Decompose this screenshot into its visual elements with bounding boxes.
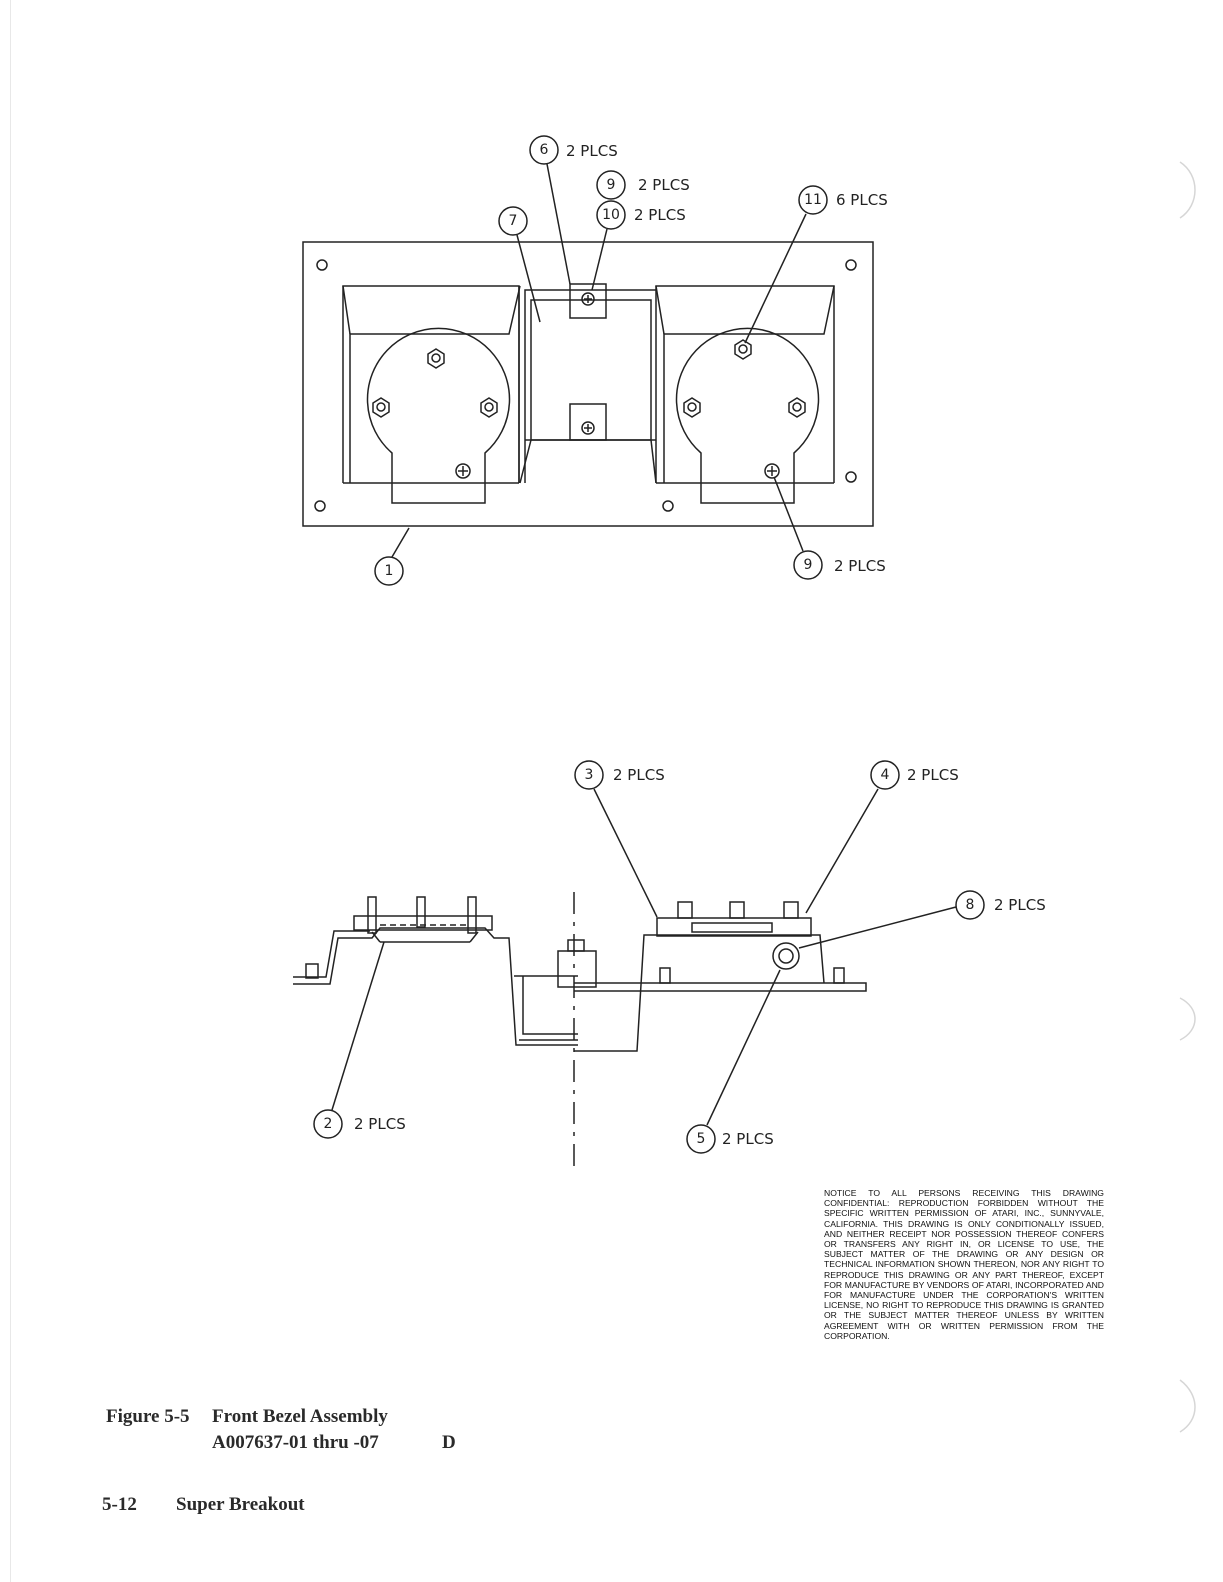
left-control-plate <box>366 327 511 504</box>
page-edge <box>10 0 11 1582</box>
callout-qty: 2 PLCS <box>722 1130 774 1148</box>
top-view <box>302 135 874 586</box>
left-body-profile <box>293 927 578 1046</box>
hex-nut <box>427 348 445 369</box>
mounting-hole <box>316 259 328 271</box>
revision-letter: D <box>442 1432 456 1453</box>
callout-circle-11 <box>798 185 828 215</box>
manual-title: Super Breakout <box>176 1494 305 1515</box>
callout-qty: 2 PLCS <box>566 142 618 160</box>
mounting-hole <box>845 259 857 271</box>
center-clip <box>557 950 597 988</box>
figure-label: Figure 5-5 <box>106 1406 190 1427</box>
callout-circle-9b <box>793 550 823 580</box>
callout-circle-7 <box>498 206 528 236</box>
callout-circle-5 <box>686 1124 716 1154</box>
hex-nut <box>734 339 752 360</box>
binder-hole-mark <box>1179 997 1196 1041</box>
center-bracket <box>530 299 652 441</box>
callout-qty: 2 PLCS <box>613 766 665 784</box>
post <box>467 896 477 934</box>
binder-hole-mark <box>1179 1379 1196 1433</box>
post <box>729 901 745 919</box>
figure-caption: Figure 5-5 Front Bezel Assembly A007637-… <box>106 1406 456 1458</box>
mounting-hole <box>314 500 326 512</box>
hex-nut <box>480 397 498 418</box>
figure-title: Front Bezel Assembly <box>212 1406 388 1427</box>
callout-num: 4 <box>881 767 890 783</box>
hex-nut <box>683 397 701 418</box>
callout-qty: 6 PLCS <box>836 191 888 209</box>
callout-num: 11 <box>804 192 822 208</box>
callout-qty: 2 PLCS <box>834 557 886 575</box>
caption-spacer <box>106 1432 212 1458</box>
callout-circle-2 <box>313 1109 343 1139</box>
callout-circle-8 <box>955 890 985 920</box>
callout-num: 3 <box>585 767 594 783</box>
hex-nut <box>372 397 390 418</box>
callout-num: 9 <box>607 177 616 193</box>
right-plate-section <box>656 917 812 937</box>
post <box>677 901 693 919</box>
callout-circle-10 <box>596 200 626 230</box>
callout-num: 1 <box>385 563 394 579</box>
callout-num: 2 <box>324 1116 333 1132</box>
callout-num: 5 <box>697 1131 706 1147</box>
screw <box>764 463 780 479</box>
part-number: A007637-01 thru -07 <box>212 1432 379 1453</box>
callout-num: 7 <box>509 213 518 229</box>
callout-num: 6 <box>540 142 549 158</box>
post <box>367 896 377 934</box>
callout-qty: 2 PLCS <box>354 1115 406 1133</box>
post <box>416 896 426 928</box>
mounting-hole <box>662 500 674 512</box>
grommet <box>772 942 800 970</box>
callout-qty: 2 PLCS <box>907 766 959 784</box>
callout-num: 10 <box>602 207 620 223</box>
binder-hole-mark <box>1179 161 1196 219</box>
callout-qty: 2 PLCS <box>634 206 686 224</box>
side-view <box>293 760 985 1170</box>
callout-circle-4 <box>870 760 900 790</box>
callout-circle-9 <box>596 170 626 200</box>
callout-num: 9 <box>804 557 813 573</box>
callout-circle-3 <box>574 760 604 790</box>
post <box>783 901 799 919</box>
confidential-notice: NOTICE TO ALL PERSONS RECEIVING THIS DRA… <box>824 1188 1104 1341</box>
page-footer: 5-12 Super Breakout <box>102 1494 305 1516</box>
mounting-hole <box>845 471 857 483</box>
clip-top <box>569 283 607 319</box>
bezel-plate <box>302 241 874 527</box>
right-body-profile <box>574 934 825 1052</box>
page-number: 5-12 <box>102 1494 137 1515</box>
right-recess <box>655 285 835 483</box>
callout-circle-1 <box>374 556 404 586</box>
clip-bottom <box>569 403 607 441</box>
left-plate-section <box>353 915 493 931</box>
callout-num: 8 <box>966 897 975 913</box>
callout-qty: 2 PLCS <box>994 896 1046 914</box>
right-flange <box>574 982 867 992</box>
hex-nut <box>788 397 806 418</box>
callout-circle-6 <box>529 135 559 165</box>
right-control-plate <box>675 327 820 504</box>
screw <box>455 463 471 479</box>
callout-qty: 2 PLCS <box>638 176 690 194</box>
